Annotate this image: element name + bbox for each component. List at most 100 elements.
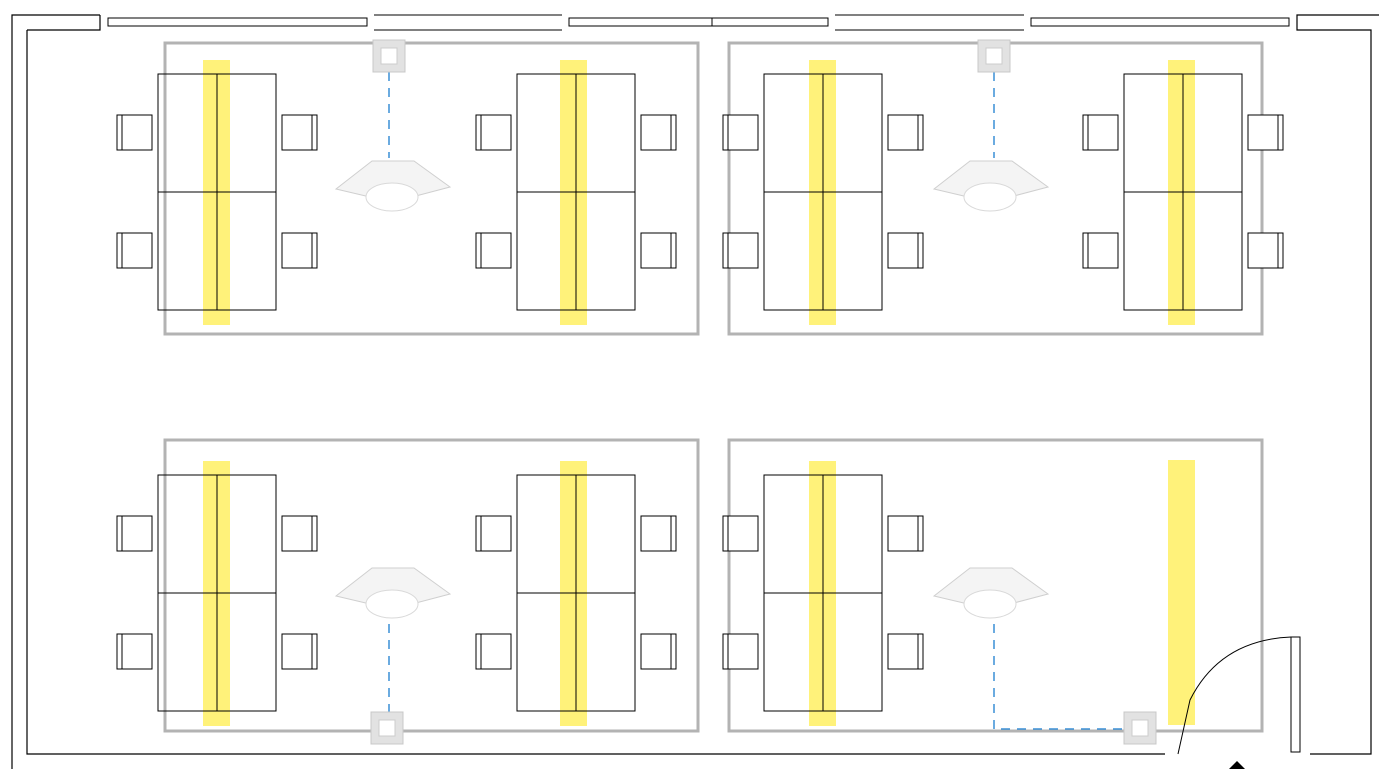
chair-seat [475, 633, 512, 670]
chair-icon [116, 114, 153, 151]
entrance-arrow-icon [1229, 761, 1245, 769]
door-swing-icon [1177, 636, 1301, 755]
chair-seat [887, 515, 924, 552]
zone-bottom-left [116, 438, 700, 745]
chair-seat [640, 515, 677, 552]
chair-seat [640, 633, 677, 670]
chair-seat [281, 232, 318, 269]
chair-seat [475, 232, 512, 269]
desk-cluster [1082, 60, 1284, 325]
chair-seat [887, 114, 924, 151]
chair-seat [1082, 232, 1119, 269]
access-point-dome [963, 182, 1017, 212]
chair-seat [722, 232, 759, 269]
door-arc [1177, 636, 1292, 755]
window [107, 17, 368, 27]
chair-icon [281, 232, 318, 269]
access-point-dome [365, 182, 419, 212]
desk-cluster [475, 461, 677, 726]
chair-seat [722, 114, 759, 151]
network-wall-port-icon [977, 39, 1011, 73]
chair-icon [116, 633, 153, 670]
chair-icon [475, 633, 512, 670]
chair-seat [281, 114, 318, 151]
power-strip [1168, 460, 1195, 725]
access-point-dome [365, 589, 419, 619]
network-wall-port-icon [370, 711, 404, 745]
wall-plate-socket [380, 47, 398, 65]
chair-icon [887, 515, 924, 552]
network-cable [993, 624, 1124, 730]
chair-icon [1247, 114, 1284, 151]
chair-seat [722, 633, 759, 670]
chair-seat [116, 633, 153, 670]
zone-boundary [163, 41, 700, 336]
network-wall-port-icon [372, 39, 406, 73]
chair-icon [281, 515, 318, 552]
chair-icon [722, 232, 759, 269]
chair-seat [475, 515, 512, 552]
zone-top-left [116, 39, 700, 336]
chair-seat [1247, 232, 1284, 269]
chair-seat [475, 114, 512, 151]
chair-icon [475, 232, 512, 269]
chair-seat [887, 232, 924, 269]
chair-icon [887, 633, 924, 670]
window-frame [568, 17, 829, 27]
window [835, 14, 1024, 31]
chair-icon [1082, 232, 1119, 269]
chair-seat [281, 515, 318, 552]
chair-seat [1082, 114, 1119, 151]
desk-cluster [722, 461, 924, 726]
chair-seat [116, 232, 153, 269]
chair-seat [887, 633, 924, 670]
desk-cluster [722, 60, 924, 325]
door-and-entrance [1177, 636, 1301, 769]
chair-seat [1247, 114, 1284, 151]
chair-icon [640, 114, 677, 151]
wall-plate-socket [378, 719, 396, 737]
entrance-arrow [1229, 761, 1245, 769]
zone-boundary [727, 438, 1264, 733]
room-walls [11, 14, 1379, 769]
ceiling-access-point-icon [932, 567, 1050, 619]
ceiling-access-point-icon [334, 567, 452, 619]
chair-icon [722, 633, 759, 670]
window [374, 14, 562, 31]
outer-wall [11, 14, 1379, 769]
door-leaf [1290, 636, 1301, 753]
chair-icon [640, 633, 677, 670]
desk-cluster [475, 60, 677, 325]
chair-icon [475, 114, 512, 151]
chair-icon [722, 515, 759, 552]
wall-plate-socket [1131, 719, 1149, 737]
chair-seat [116, 114, 153, 151]
chair-icon [887, 232, 924, 269]
chair-seat [640, 114, 677, 151]
window [568, 17, 829, 27]
zone-boundary [163, 438, 700, 733]
zone-top-right [722, 39, 1284, 336]
ceiling-access-point-icon [334, 160, 452, 212]
chair-icon [1082, 114, 1119, 151]
desk-cluster [116, 461, 318, 726]
zone-bottom-right [722, 438, 1264, 745]
ceiling-access-point-icon [932, 160, 1050, 212]
chair-icon [475, 515, 512, 552]
chair-seat [116, 515, 153, 552]
network-wall-port-icon [1123, 711, 1157, 745]
chair-icon [281, 633, 318, 670]
chair-icon [887, 114, 924, 151]
chair-icon [116, 232, 153, 269]
chair-seat [640, 232, 677, 269]
access-point-dome [963, 589, 1017, 619]
window-frame [107, 17, 368, 27]
chair-seat [722, 515, 759, 552]
chair-icon [281, 114, 318, 151]
chair-icon [722, 114, 759, 151]
wall-plate-socket [985, 47, 1003, 65]
chair-icon [116, 515, 153, 552]
desk-cluster [116, 60, 318, 325]
chair-icon [640, 232, 677, 269]
